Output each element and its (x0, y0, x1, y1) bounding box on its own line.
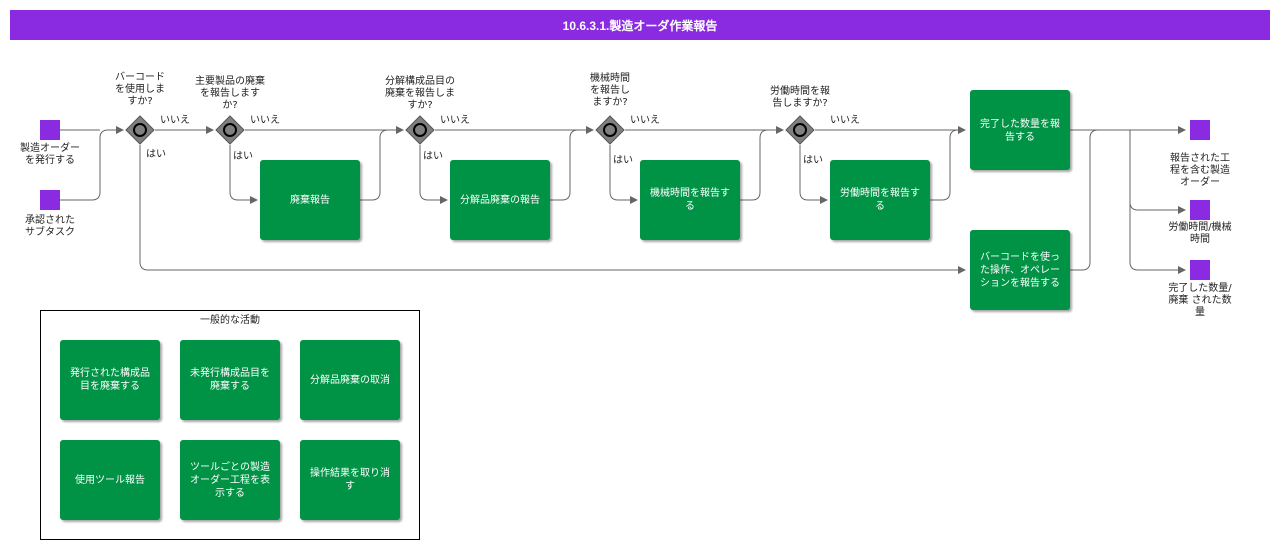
gateway-3-icon[interactable] (405, 115, 435, 145)
branch-yes-2: はい (233, 151, 253, 162)
common-item-4[interactable]: 使用ツール報告 (60, 440, 160, 520)
flow-gw2-yes (229, 145, 258, 204)
branch-yes-5: はい (803, 155, 823, 166)
common-item-6[interactable]: 操作結果を取り消す (300, 440, 400, 520)
branch-no-1: いいえ (160, 115, 190, 126)
branch-no-3: いいえ (440, 115, 470, 126)
end-event-time[interactable] (1190, 200, 1210, 220)
flow-gw1-yes (139, 145, 966, 274)
end-event-order-label: 報告された工程を含む製造オーダー (1170, 153, 1230, 188)
common-item-2[interactable]: 未発行構成品目を廃棄する (180, 340, 280, 420)
flow-mach-out (740, 129, 769, 201)
flow-start2 (60, 126, 124, 201)
task-barcode-ops[interactable]: バーコードを使った操作、オペレーションを報告する (970, 230, 1070, 310)
task-labor-time[interactable]: 労働時間を報告する (830, 160, 930, 240)
end-event-order[interactable] (1190, 120, 1210, 140)
branch-no-4: いいえ (630, 115, 660, 126)
flow-gw5-yes (799, 145, 828, 204)
end-event-qty[interactable] (1190, 260, 1210, 280)
flow-comp-out (550, 129, 579, 201)
start-event-issue-label: 製造オーダーを発行する (20, 143, 80, 166)
flow-labor-out (930, 129, 959, 201)
common-item-1[interactable]: 発行された構成品目を廃棄する (60, 340, 160, 420)
flow-gw4-yes (609, 145, 638, 204)
gateway-5-icon[interactable] (785, 115, 815, 145)
task-scrap-report[interactable]: 廃棄報告 (260, 160, 360, 240)
end-event-qty-label: 完了した数量/廃棄 された数量 (1168, 283, 1232, 318)
diagram-title: 10.6.3.1.製造オーダ作業報告 (10, 10, 1270, 40)
gateway-1-question: バーコードを使用しますか? (115, 72, 165, 107)
flow-out3 (1129, 202, 1186, 274)
task-completed-qty[interactable]: 完了した数量を報告する (970, 90, 1070, 170)
branch-yes-3: はい (423, 151, 443, 162)
flow-barcode-out (1070, 129, 1099, 271)
gateway-2-icon[interactable] (215, 115, 245, 145)
start-event-issue[interactable] (40, 120, 60, 140)
common-item-5[interactable]: ツールごとの製造オーダー工程を表示する (180, 440, 280, 520)
branch-no-5: いいえ (830, 115, 860, 126)
end-event-time-label: 労働時間/機械時間 (1168, 222, 1232, 245)
task-component-scrap[interactable]: 分解品廃棄の報告 (450, 160, 550, 240)
branch-yes-1: はい (146, 149, 166, 160)
branch-no-2: いいえ (250, 115, 280, 126)
task-machine-time[interactable]: 機械時間を報告する (640, 160, 740, 240)
gateway-1-icon[interactable] (125, 115, 155, 145)
gateway-4-icon[interactable] (595, 115, 625, 145)
common-activities-title: 一般的な活動 (200, 315, 260, 326)
gateway-2-question: 主要製品の廃棄を報告しますか? (195, 76, 265, 111)
common-item-3[interactable]: 分解品廃棄の取消 (300, 340, 400, 420)
common-activities-group (40, 310, 420, 540)
start-event-subtask[interactable] (40, 190, 60, 210)
flow-gw3-yes (419, 145, 448, 204)
gateway-5-question: 労働時間を報告しますか? (770, 86, 830, 109)
gateway-3-question: 分解構成品目の廃棄を報告しますか? (385, 76, 455, 111)
flow-scrap-out (360, 129, 389, 201)
start-event-subtask-label: 承認されたサブタスク (25, 215, 75, 238)
gateway-4-question: 機械時間を報告しますか? (590, 73, 630, 108)
branch-yes-4: はい (613, 155, 633, 166)
